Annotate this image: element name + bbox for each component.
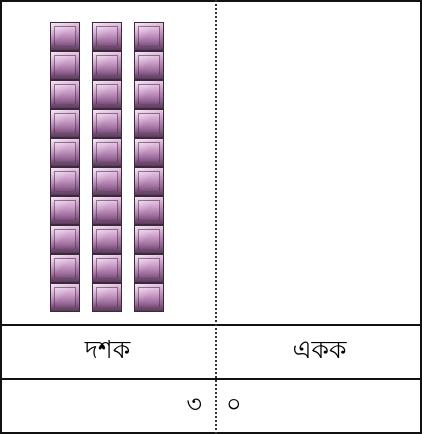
unit-cube xyxy=(50,225,80,254)
unit-cube xyxy=(92,196,122,225)
unit-cube xyxy=(92,22,122,51)
tens-blocks-area xyxy=(0,0,215,324)
unit-cube xyxy=(92,109,122,138)
unit-cube xyxy=(92,254,122,283)
unit-cube xyxy=(92,283,122,312)
tens-value: ৩ xyxy=(0,392,202,416)
header-bottom-border xyxy=(0,378,422,380)
ones-value: ০ xyxy=(226,392,326,416)
header-top-border xyxy=(0,324,422,326)
unit-cube xyxy=(92,138,122,167)
place-divider xyxy=(215,0,217,434)
ten-rod xyxy=(50,22,80,312)
tens-header: দশক xyxy=(0,337,215,362)
unit-cube xyxy=(50,254,80,283)
unit-cube xyxy=(134,167,164,196)
unit-cube xyxy=(134,22,164,51)
unit-cube xyxy=(50,80,80,109)
ten-rod xyxy=(92,22,122,312)
unit-cube xyxy=(50,283,80,312)
unit-cube xyxy=(50,22,80,51)
unit-cube xyxy=(50,138,80,167)
unit-cube xyxy=(134,80,164,109)
unit-cube xyxy=(50,167,80,196)
unit-cube xyxy=(92,225,122,254)
ten-rod xyxy=(134,22,164,312)
unit-cube xyxy=(134,196,164,225)
unit-cube xyxy=(50,196,80,225)
unit-cube xyxy=(134,51,164,80)
unit-cube xyxy=(92,167,122,196)
unit-cube xyxy=(134,283,164,312)
ones-header: একক xyxy=(217,337,422,362)
unit-cube xyxy=(50,51,80,80)
unit-cube xyxy=(134,138,164,167)
unit-cube xyxy=(134,109,164,138)
unit-cube xyxy=(134,254,164,283)
unit-cube xyxy=(134,225,164,254)
unit-cube xyxy=(92,80,122,109)
unit-cube xyxy=(50,109,80,138)
unit-cube xyxy=(92,51,122,80)
